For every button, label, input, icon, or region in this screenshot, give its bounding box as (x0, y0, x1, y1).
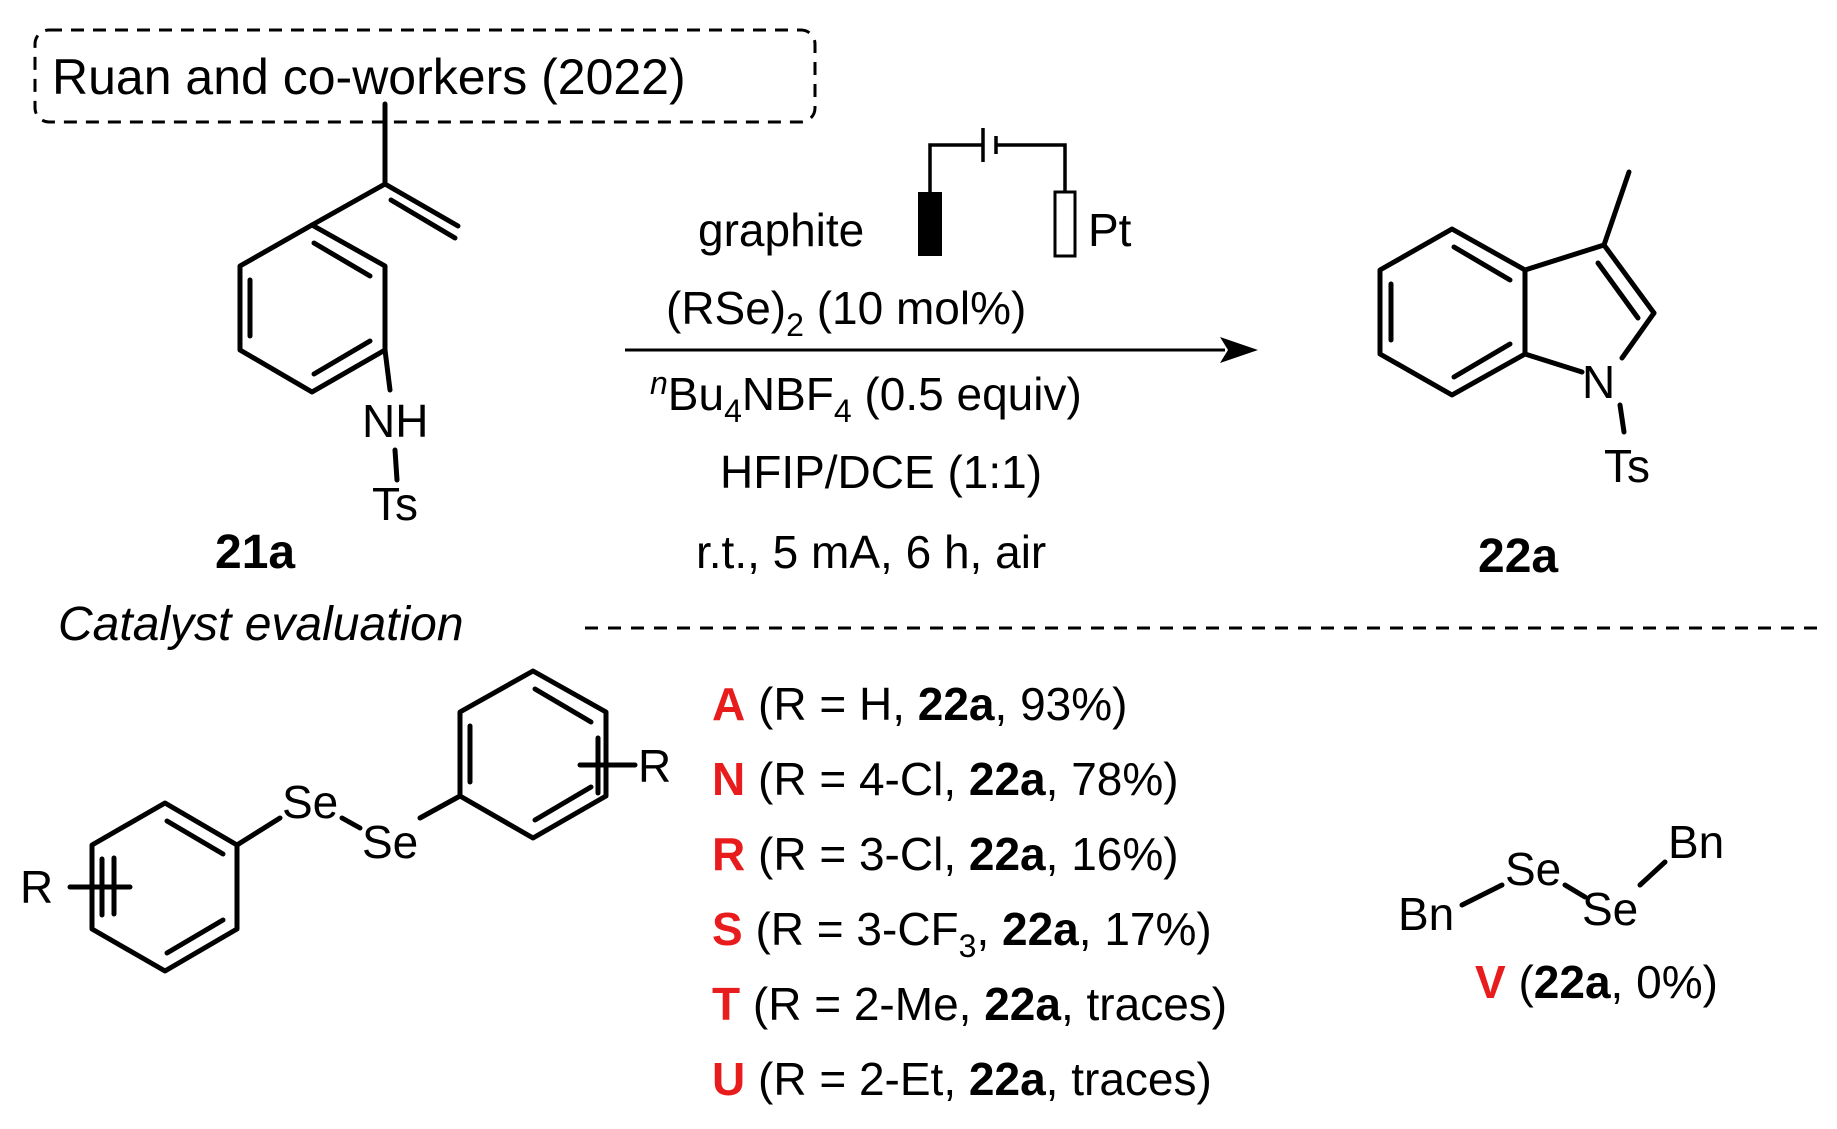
entry-row: S (R = 3-CF3, 22a, 17%) (712, 903, 1212, 964)
diselenide-se-2: Se (362, 816, 418, 868)
diselenide-r-right: R (638, 740, 671, 792)
entry-row: T (R = 2-Me, 22a, traces) (712, 978, 1227, 1030)
benzyl-bn-left: Bn (1398, 888, 1454, 940)
anode-label: graphite (698, 204, 864, 256)
electrochemical-cell-icon (918, 128, 1077, 258)
benzyl-se-2: Se (1582, 883, 1638, 935)
diaryl-diselenide-structure (67, 668, 638, 974)
benzyl-se-1: Se (1505, 843, 1561, 895)
entry-row: A (R = H, 22a, 93%) (712, 678, 1127, 730)
evaluation-heading: Catalyst evaluation (58, 598, 464, 651)
entry-row: N (R = 4-Cl, 22a, 78%) (712, 753, 1179, 805)
product-label: 22a (1478, 530, 1558, 583)
reactant-label: 21a (215, 526, 295, 579)
catalyst-text: (RSe)2 (10 mol%) (666, 282, 1026, 343)
benzyl-bn-right: Bn (1668, 816, 1724, 868)
entry-row: U (R = 2-Et, 22a, traces) (712, 1053, 1212, 1105)
header-box (33, 28, 817, 124)
arrow-head (1220, 337, 1258, 363)
diselenide-r-left: R (20, 861, 53, 913)
product-ts: Ts (1604, 440, 1650, 492)
solvent-text: HFIP/DCE (1:1) (720, 446, 1042, 498)
reactant-21a-structure (237, 101, 461, 483)
entry-row: R (R = 3-Cl, 22a, 16%) (712, 828, 1179, 880)
params-text: r.t., 5 mA, 6 h, air (696, 526, 1046, 578)
product-22a-structure (1377, 169, 1657, 435)
electrolyte-text: nBu4NBF4 (0.5 equiv) (650, 365, 1082, 429)
entry-v: V (22a, 0%) (1475, 956, 1718, 1008)
cathode-label: Pt (1088, 204, 1132, 256)
reactant-ts: Ts (372, 478, 418, 530)
header-title: Ruan and co-workers (2022) (52, 49, 686, 105)
product-n: N (1582, 356, 1615, 408)
reactant-nh: NH (362, 395, 428, 447)
dibenzyl-diselenide-structure (1459, 859, 1668, 908)
diselenide-se-1: Se (282, 776, 338, 828)
